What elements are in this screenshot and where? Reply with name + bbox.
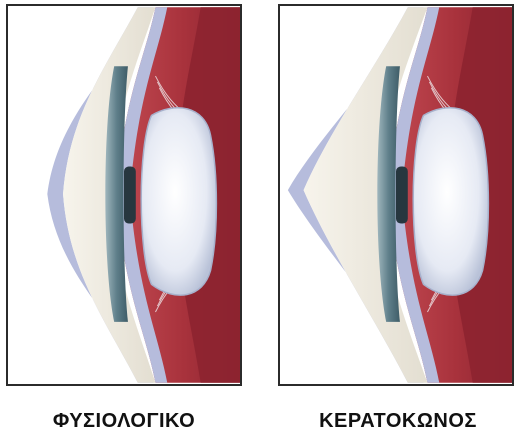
normal-eye-illustration — [8, 6, 240, 384]
lens — [141, 108, 216, 295]
normal-eye-panel — [6, 4, 242, 386]
keratoconus-eye-panel — [278, 4, 514, 386]
pupil — [124, 166, 136, 223]
keratoconus-eye-caption: ΚΕΡΑΤΟΚΩΝΟΣ — [278, 410, 518, 433]
normal-eye-caption: ΦΥΣΙΟΛΟΓΙΚΟ — [4, 410, 244, 433]
pupil — [396, 166, 408, 223]
keratoconus-eye-illustration — [280, 6, 512, 384]
lens — [413, 108, 488, 295]
